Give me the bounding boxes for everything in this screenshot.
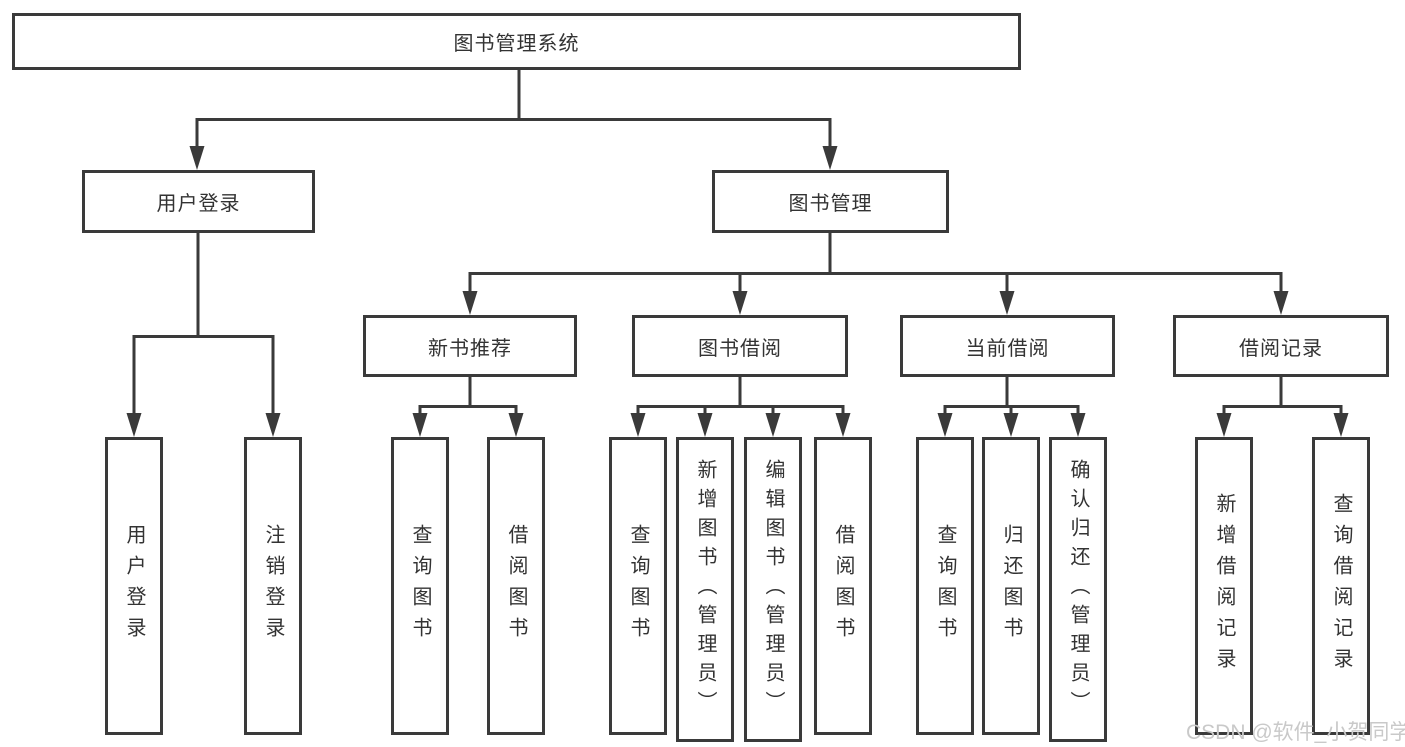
leaf-user-login: 用户登录 [105, 437, 163, 735]
node-label: 图书借阅 [698, 337, 782, 360]
leaf-label: 借阅图书 [505, 524, 527, 648]
leaf-logout: 注销登录 [244, 437, 302, 735]
node-current-borrowing: 当前借阅 [900, 315, 1115, 377]
leaf-query-books-current: 查询图书 [916, 437, 974, 735]
leaf-label: 用户登录 [123, 524, 145, 648]
leaf-label: 注销登录 [262, 524, 284, 648]
leaf-label: 新增借阅记录 [1213, 493, 1235, 679]
node-new-book-recommendation: 新书推荐 [363, 315, 577, 377]
leaf-query-borrow-record: 查询借阅记录 [1312, 437, 1370, 735]
leaf-label: 编辑图书（管理员） [762, 459, 784, 720]
leaf-query-books-borrowing: 查询图书 [609, 437, 667, 735]
leaf-return-books: 归还图书 [982, 437, 1040, 735]
leaf-query-books-recommend: 查询图书 [391, 437, 449, 735]
leaf-edit-books-admin: 编辑图书（管理员） [744, 437, 802, 742]
leaf-label: 借阅图书 [832, 524, 854, 648]
node-user-login: 用户登录 [82, 170, 315, 233]
leaf-add-books-admin: 新增图书（管理员） [676, 437, 734, 742]
leaf-label: 查询图书 [409, 524, 431, 648]
leaf-label: 查询图书 [627, 524, 649, 648]
leaf-add-borrow-record: 新增借阅记录 [1195, 437, 1253, 735]
node-label: 图书管理 [788, 193, 873, 215]
leaf-label: 归还图书 [1000, 524, 1022, 648]
node-book-borrowing: 图书借阅 [632, 315, 848, 377]
node-label: 借阅记录 [1239, 337, 1323, 360]
leaf-label: 确认归还（管理员） [1067, 459, 1089, 720]
leaf-borrow-books-recommend: 借阅图书 [487, 437, 545, 735]
leaf-label: 查询图书 [934, 524, 956, 648]
leaf-borrow-books: 借阅图书 [814, 437, 872, 735]
node-borrowing-records: 借阅记录 [1173, 315, 1389, 377]
node-book-management: 图书管理 [712, 170, 949, 233]
node-label: 图书管理系统 [453, 33, 580, 55]
node-label: 新书推荐 [428, 337, 512, 360]
node-label: 当前借阅 [965, 337, 1050, 360]
leaf-confirm-return-admin: 确认归还（管理员） [1049, 437, 1107, 742]
leaf-label: 查询借阅记录 [1330, 493, 1352, 679]
leaf-label: 新增图书（管理员） [694, 459, 716, 720]
node-label: 用户登录 [156, 193, 241, 215]
csdn-watermark: CSDN @软件_小贺同学 [1186, 721, 1405, 744]
node-library-management-system: 图书管理系统 [12, 13, 1021, 70]
